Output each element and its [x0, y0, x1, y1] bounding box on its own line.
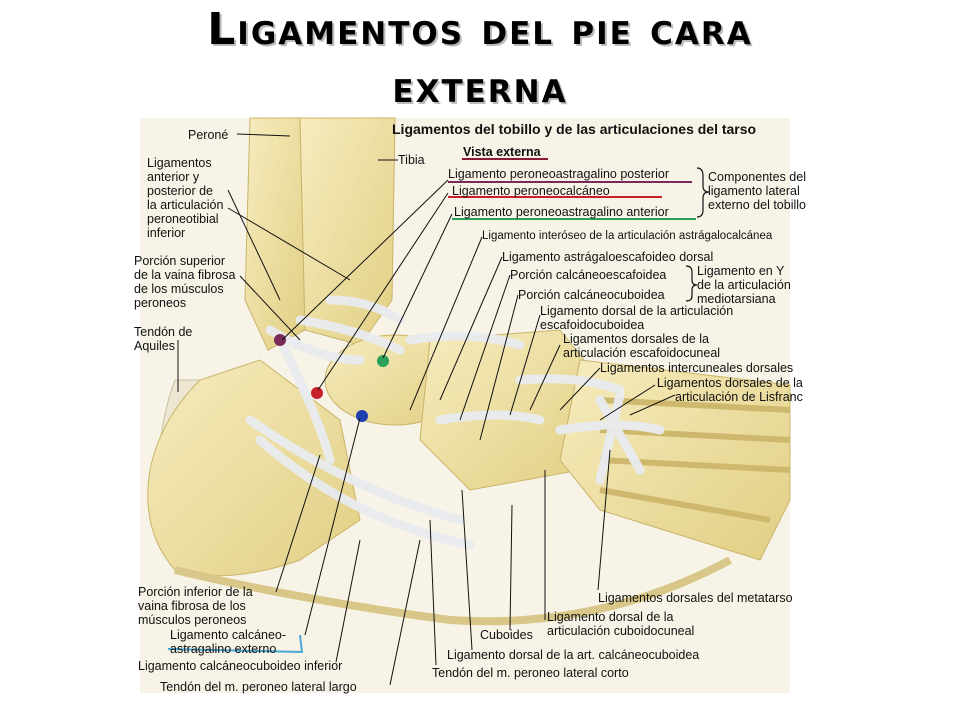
calcaneus-bone: [147, 359, 361, 577]
figure-subheading: Vista externa: [463, 145, 541, 159]
marker-anterior: [377, 355, 389, 367]
tibia-bone: [299, 117, 396, 346]
marker-posterior: [274, 334, 286, 346]
label-metatarso: Ligamentos dorsales del metatarso: [598, 591, 793, 605]
label-tendon-aquiles: Tendón de Aquiles: [134, 325, 193, 353]
underline-calc-astr: [167, 634, 304, 654]
label-escafoidocuneal: Ligamentos dorsales de la articulación e…: [563, 332, 721, 360]
label-intercuneales: Ligamentos intercuneales dorsales: [600, 361, 794, 375]
label-calcaneo-astragalino: Ligamento calcáneo- astragalino externo: [170, 628, 287, 656]
leader-lines: [177, 133, 676, 686]
fibula-bone: [244, 117, 306, 351]
figure-heading: Ligamentos del tobillo y de las articula…: [392, 121, 757, 137]
label-porcion-superior: Porción superior de la vaina fibrosa de …: [134, 254, 236, 310]
sole-outline: [174, 556, 732, 626]
marker-calcaneo: [311, 387, 323, 399]
label-calcaneocuboideo-inferior: Ligamento calcáneocuboideo inferior: [138, 659, 343, 673]
label-lisfranc: Ligamentos dorsales de la articulación d…: [656, 376, 803, 404]
label-peroneo-largo: Tendón del m. peroneo lateral largo: [160, 680, 357, 694]
brace-1: [696, 167, 710, 218]
label-brace-2: Ligamento en Y de la articulación mediot…: [697, 264, 791, 306]
marker-blue: [356, 410, 368, 422]
brace-2: [685, 265, 698, 302]
label-calcaneocuboidea: Porción calcáneocuboidea: [518, 288, 665, 302]
label-peroneo-corto: Tendón del m. peroneo lateral corto: [432, 666, 629, 680]
label-pa-posterior: Ligamento peroneoastragalino posterior: [448, 167, 669, 181]
label-perone: Peroné: [188, 128, 229, 142]
label-interoseo: Ligamento interóseo de la articulación a…: [482, 230, 773, 242]
page-title-line-1: Ligamentos del pie cara: [207, 4, 753, 55]
metatarsal-lines: [599, 397, 791, 523]
label-porcion-inferior: Porción inferior de la vaina fibrosa de …: [138, 585, 253, 627]
label-art-calcaneocuboidea: Ligamento dorsal de la art. calcáneocubo…: [447, 648, 700, 662]
label-calcaneoescafoidea: Porción calcáneoescafoidea: [510, 268, 667, 282]
label-peroneocalcaneo: Ligamento peroneocalcáneo: [452, 184, 610, 198]
label-pa-anterior: Ligamento peroneoastragalino anterior: [454, 205, 669, 219]
label-brace-1: Componentes del ligamento lateral extern…: [708, 170, 806, 212]
label-tibia: Tibia: [398, 153, 425, 167]
page-title-line-2: externa: [392, 62, 568, 113]
label-lig-peroneotibial: Ligamentos anterior y posterior de la ar…: [147, 156, 224, 240]
label-cuboides: Cuboides: [480, 628, 533, 642]
label-astragaloescafoideo: Ligamento astrágaloescafoideo dorsal: [502, 250, 714, 264]
label-cuboidocuneal: Ligamento dorsal de la articulación cubo…: [547, 610, 695, 638]
label-escafoidocuboidea: Ligamento dorsal de la articulación esca…: [540, 304, 734, 332]
